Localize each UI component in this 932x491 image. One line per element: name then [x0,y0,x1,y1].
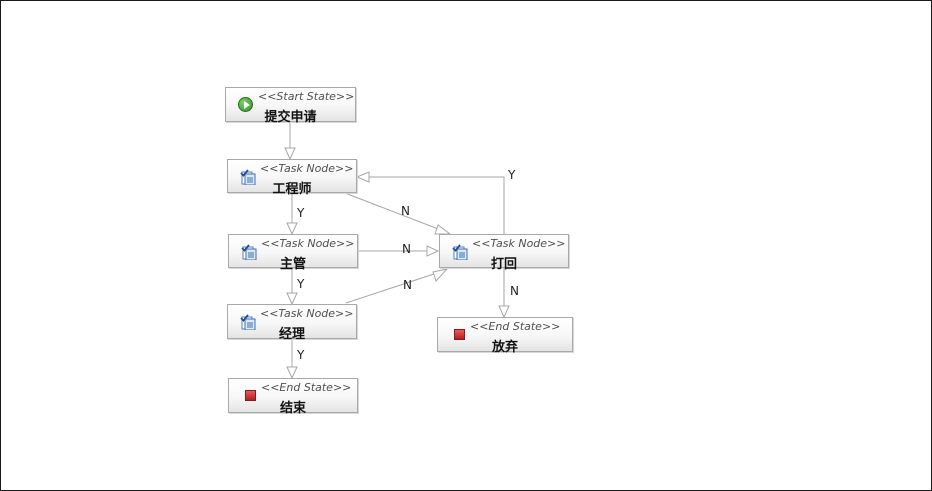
edge-manager-to-reject[interactable]: N [345,268,449,304]
edge-label-engineer-to-reject: N [401,204,410,218]
node-stereotype: <<End State>> [261,381,352,394]
edge-label-reject-to-engineer: Y [507,168,516,182]
end-state-node-finish[interactable]: <<End State>> 结束 [228,378,358,416]
task-checklist-icon [240,314,256,331]
node-stereotype: <<Task Node>> [260,307,354,320]
edge-label-reject-to-abandon: N [510,284,519,298]
edge-label-engineer-to-supervisor: Y [296,206,305,220]
edge-reject-to-abandon[interactable]: N [498,268,519,319]
edge-engineer-to-supervisor[interactable]: Y [286,193,305,236]
edge-supervisor-to-manager[interactable]: Y [286,268,305,306]
node-label: 结束 [279,401,306,416]
stop-icon [454,329,465,340]
node-label: 工程师 [272,182,312,197]
task-checklist-icon [241,244,257,261]
stop-icon [245,390,256,401]
edge-supervisor-to-reject[interactable]: N [358,242,440,257]
task-node-engineer[interactable]: <<Task Node>> 工程师 [227,159,357,197]
edge-start-to-engineer[interactable] [284,122,296,161]
task-node-reject[interactable]: <<Task Node>> 打回 [439,234,569,272]
node-label: 经理 [278,327,305,342]
edge-label-supervisor-to-reject: N [402,242,411,256]
node-label: 打回 [490,257,517,272]
end-state-node-abandon[interactable]: <<End State>> 放弃 [437,317,573,355]
start-state-node[interactable]: <<Start State>> 提交申请 [225,87,356,125]
task-node-supervisor[interactable]: <<Task Node>> 主管 [228,234,358,272]
edge-manager-to-end[interactable]: Y [286,339,305,380]
node-stereotype: <<Task Node>> [261,237,355,250]
node-stereotype: <<Task Node>> [260,162,354,175]
node-stereotype: <<Task Node>> [472,237,566,250]
play-icon [238,97,253,112]
node-label: 提交申请 [264,110,317,125]
edge-reject-to-engineer[interactable]: Y [355,168,516,234]
edge-label-supervisor-to-manager: Y [296,277,305,291]
edge-engineer-to-reject[interactable]: N [344,192,452,235]
task-node-manager[interactable]: <<Task Node>> 经理 [227,304,357,342]
node-stereotype: <<Start State>> [258,90,355,103]
edge-label-manager-to-end: Y [296,348,305,362]
node-stereotype: <<End State>> [470,320,561,333]
node-label: 主管 [279,257,306,272]
node-label: 放弃 [491,340,518,355]
edge-label-manager-to-reject: N [403,278,412,292]
